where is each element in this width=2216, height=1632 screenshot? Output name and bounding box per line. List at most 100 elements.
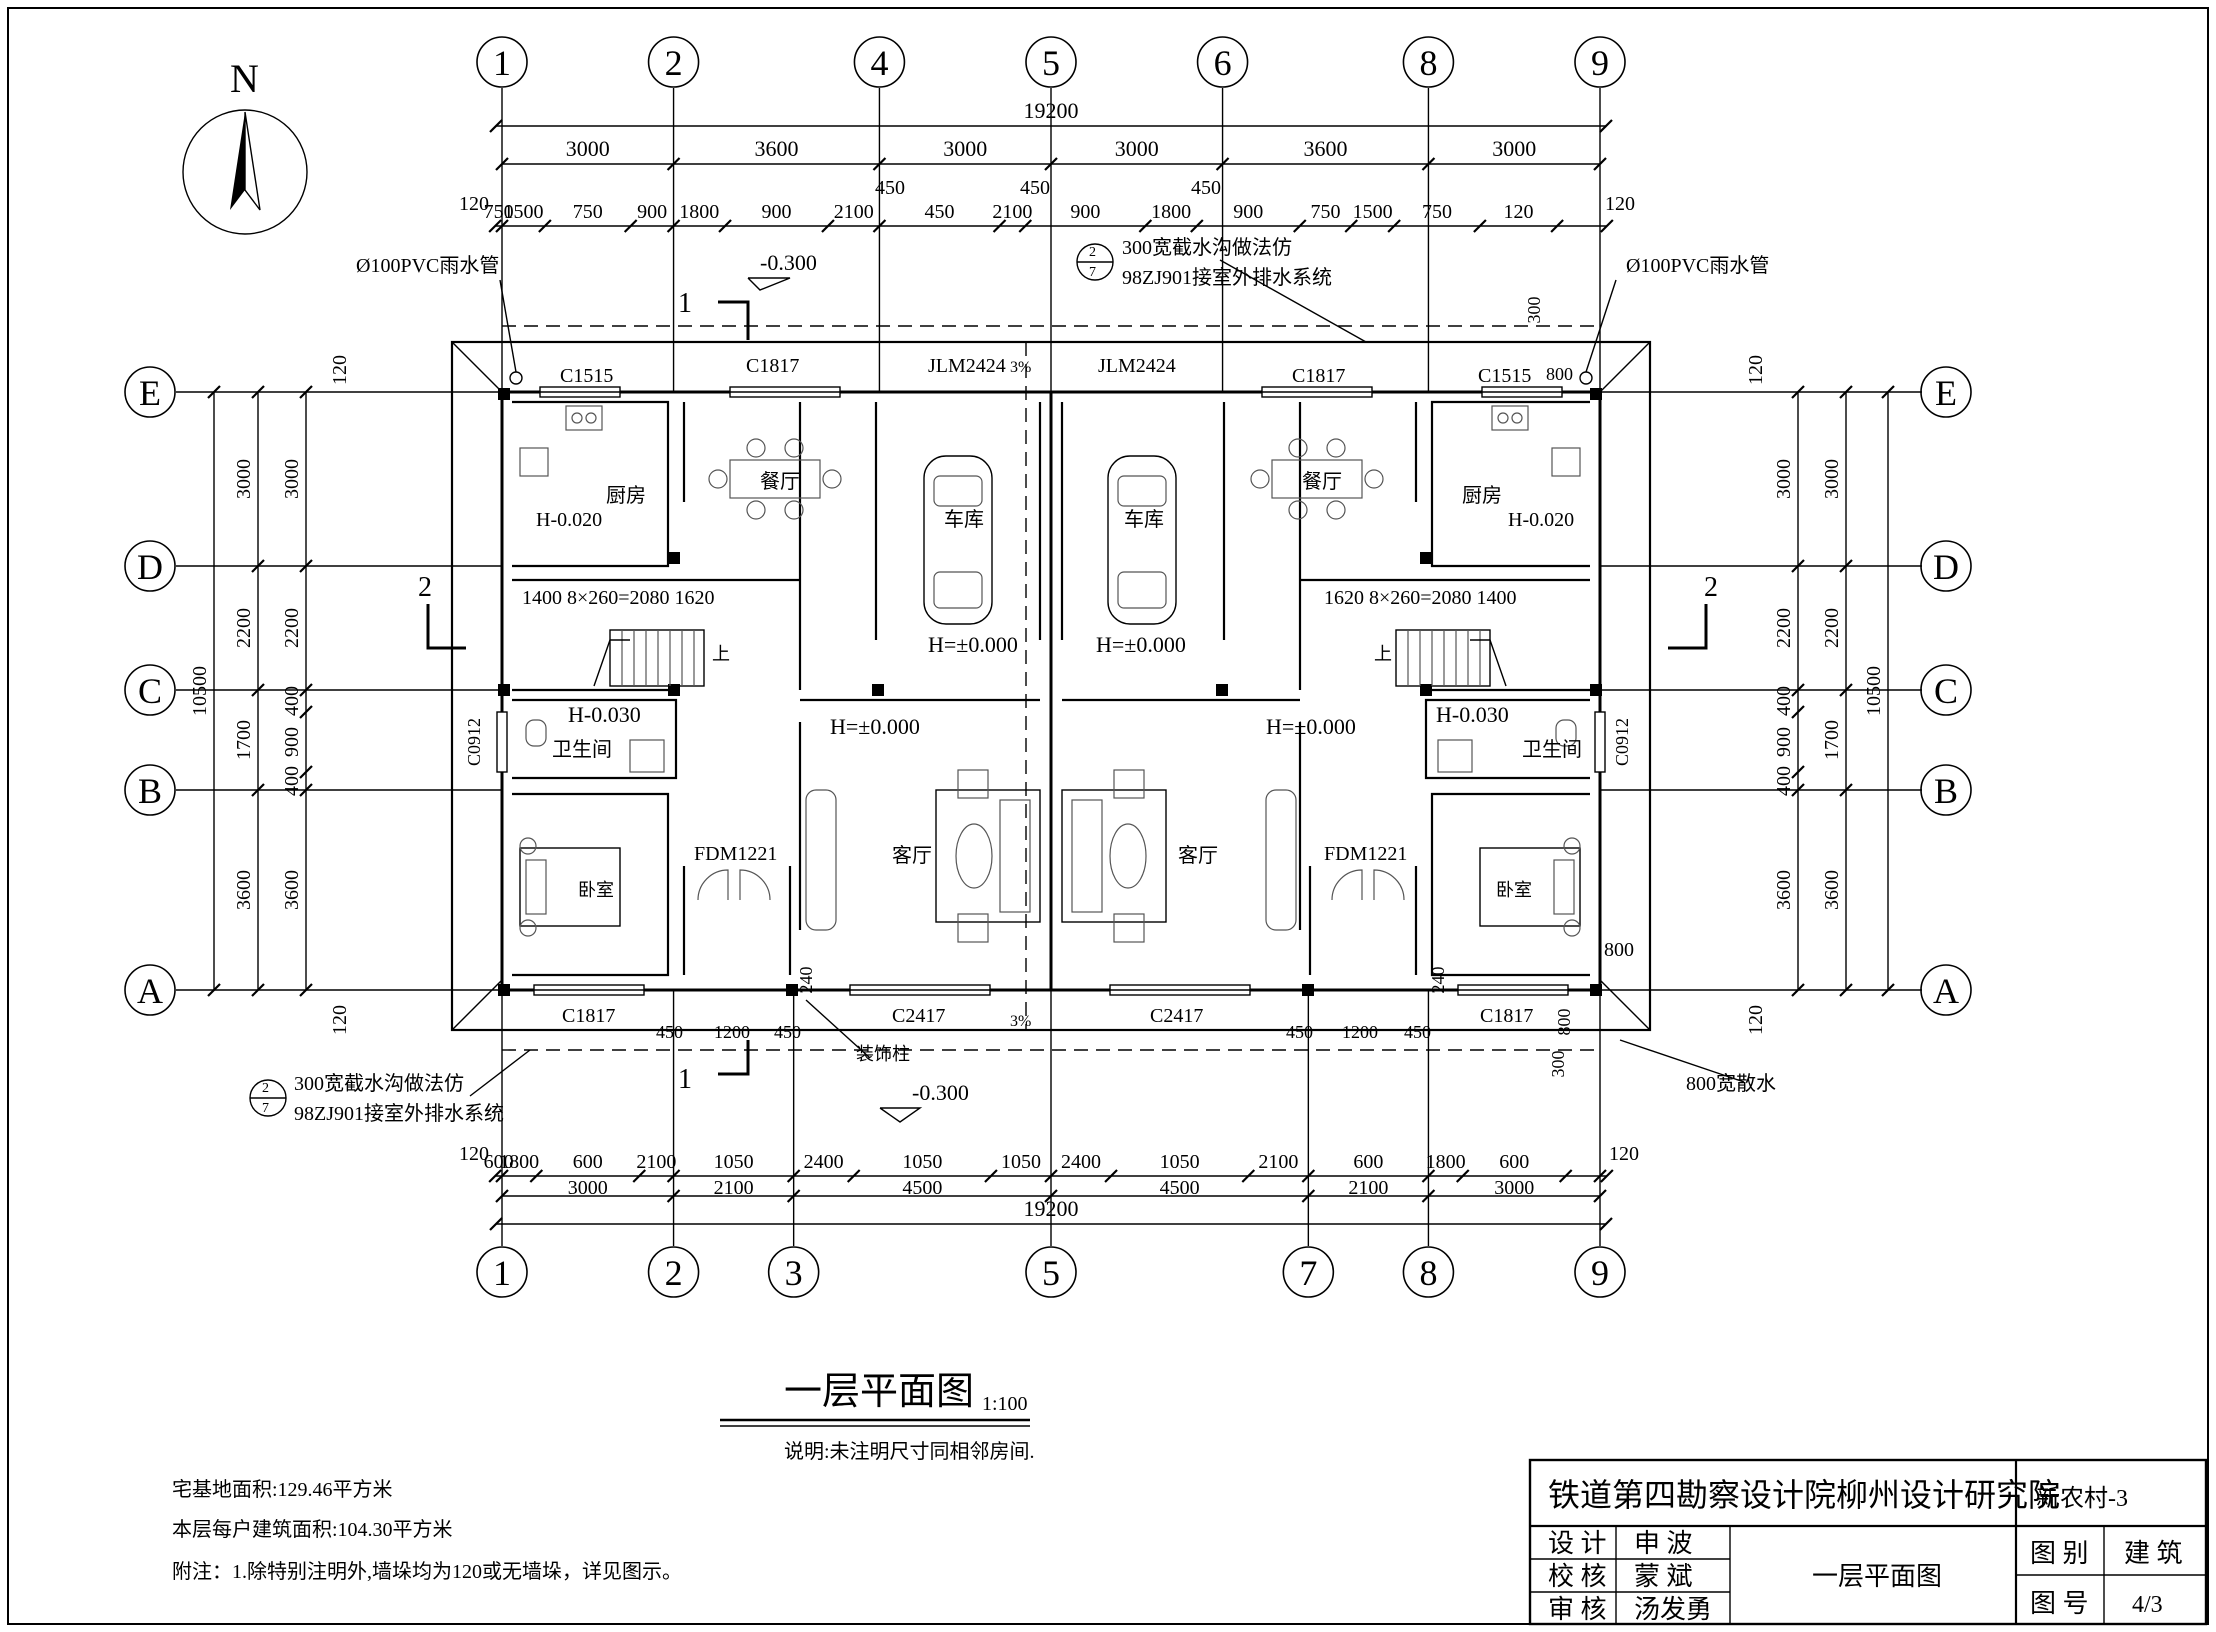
dim-1200-bl: 1200	[714, 1022, 750, 1042]
general-notes: 宅基地面积:129.46平方米 本层每户建筑面积:104.30平方米 附注：1.…	[172, 1478, 682, 1583]
dim-top-row2-2: 3000	[943, 136, 987, 161]
car-right	[1107, 455, 1177, 625]
window-c1817-top-right-label: C1817	[1292, 365, 1345, 387]
level-living-left: H=±0.000	[830, 714, 920, 739]
bed-right	[1479, 837, 1581, 937]
level-kitchen-left: H-0.020	[536, 509, 602, 531]
ditch-note-top-1: 300宽截水沟做法仿	[1122, 236, 1292, 259]
window-c1817-bottom-right	[1457, 984, 1569, 996]
category-value: 建 筑	[2124, 1539, 2183, 1568]
dining-table-right	[1250, 438, 1384, 520]
grid-right-C: C	[1920, 664, 1972, 716]
bath-left-label: 卫生间	[552, 738, 612, 761]
dim-bottom-row1-4: 1050	[714, 1151, 754, 1173]
rain-pipe-left: Ø100PVC雨水管	[356, 254, 499, 277]
dim-left-b-4: 400	[281, 766, 303, 796]
dim-450-br: 450	[1286, 1022, 1313, 1042]
grid-bottom-5: 5	[1025, 1246, 1077, 1298]
grid-bottom-8: 8	[1402, 1246, 1455, 1298]
dim-top-row3-10: 1800	[1151, 201, 1191, 223]
sofa-set-left	[935, 769, 1041, 943]
bed-left	[519, 837, 621, 937]
svg-text:2: 2	[262, 1081, 269, 1096]
apron-label: 800宽散水	[1686, 1072, 1776, 1095]
grid-right-E: E	[1920, 366, 1972, 418]
dim-right-b-1: 2200	[1773, 608, 1795, 648]
grid-top-2: 2	[647, 36, 700, 88]
dim-top-row2-0: 3000	[566, 136, 610, 161]
level-garage-right: H=±0.000	[1096, 632, 1186, 657]
level-garage-left: H=±0.000	[928, 632, 1018, 657]
dim-left-b-3: 900	[281, 727, 303, 757]
grid-top-6-label: 6	[1214, 43, 1232, 83]
label-layer: Ø100PVC雨水管 Ø100PVC雨水管 300宽截水沟做法仿 98ZJ901接室外…	[294, 236, 1776, 1125]
dim-top-edge-r: 120	[1605, 193, 1635, 215]
level-bath-left: H-0.030	[568, 702, 641, 727]
window-c1817-top-left	[729, 386, 841, 398]
dim-300-top-right: 300	[1524, 297, 1544, 324]
grid-left-B-label: B	[138, 771, 162, 811]
window-c1817-bottom-left	[533, 984, 645, 996]
dim-top-offset-1: 450	[1020, 177, 1050, 199]
dim-right-a-2: 1700	[1821, 720, 1843, 760]
dim-800-right-top: 800	[1546, 364, 1573, 384]
dim-top-row3-15: 120	[1504, 201, 1534, 223]
grid-bottom-7: 7	[1282, 1246, 1335, 1298]
stair-dims-right: 1620 8×260=2080 1400	[1324, 587, 1517, 609]
section-1-bottom-label: 1	[678, 1064, 692, 1095]
bedroom-right-label: 卧室	[1496, 880, 1532, 900]
rain-pipe-right: Ø100PVC雨水管	[1626, 254, 1769, 277]
stairs-right	[1395, 629, 1507, 687]
grid-top-4-label: 4	[870, 43, 888, 83]
window-c1817-top-right	[1261, 386, 1373, 398]
dim-top-row3-5: 900	[762, 201, 792, 223]
furniture	[519, 405, 1581, 943]
grid-left-A-label: A	[137, 971, 163, 1011]
grid-bottom-3-label: 3	[785, 1253, 803, 1293]
window-c1515-left	[539, 386, 621, 398]
dim-top-row3-1: 1500	[503, 201, 543, 223]
drawing-title: 一层平面图 1:100 说明:未注明尺寸同相邻房间.	[720, 1371, 1035, 1463]
window-c2417-left	[849, 984, 991, 996]
grid-top-9-label: 9	[1591, 43, 1609, 83]
grid-left-C-label: C	[138, 671, 162, 711]
dim-bottom-row1-1: 1800	[499, 1151, 539, 1173]
dim-240-right: 240	[1428, 967, 1448, 994]
dim-left-b-5: 3600	[281, 870, 303, 910]
kitchen-right-label: 厨房	[1462, 484, 1502, 507]
dim-right-b-3: 900	[1773, 727, 1795, 757]
dim-top-row3-13: 1500	[1353, 201, 1393, 223]
dim-800-bottom-right: 800	[1554, 1009, 1574, 1036]
living-right-label: 客厅	[1178, 844, 1218, 867]
drawing-note: 说明:未注明尺寸同相邻房间.	[784, 1440, 1035, 1463]
dim-bottom-row1-5: 2400	[804, 1151, 844, 1173]
window-c2417-left-label: C2417	[892, 1005, 945, 1027]
grid-top-1-label: 1	[493, 43, 511, 83]
dim-bottom-row1-2: 600	[573, 1151, 603, 1173]
design-role: 设 计	[1548, 1529, 1607, 1558]
grid-right-C-label: C	[1934, 671, 1958, 711]
dining-right-label: 餐厅	[1302, 470, 1342, 493]
sheet-border	[7, 7, 2209, 1625]
title-block: 铁道第四勘察设计院柳州设计研究院 新农村-3 设 计 申 波 校 核 蒙 斌 审…	[1528, 1458, 2208, 1626]
dim-right-a-3: 3600	[1821, 870, 1843, 910]
garage-right-label: 车库	[1124, 508, 1164, 531]
dim-right-b-4: 400	[1773, 766, 1795, 796]
dim-top-row3-14: 750	[1422, 201, 1452, 223]
dining-table-left	[708, 438, 842, 520]
window-c1817-bottom-right-label: C1817	[1480, 1005, 1533, 1027]
grid-bottom-2-label: 2	[665, 1253, 683, 1293]
grid-top-1: 1	[476, 36, 528, 88]
grid-right-A: A	[1920, 964, 1972, 1016]
window-c1515-left-label: C1515	[560, 365, 613, 387]
grid-left-E-label: E	[139, 373, 161, 413]
stair-dims-left: 1400 8×260=2080 1620	[522, 587, 715, 609]
ditch-note-bottom-2: 98ZJ901接室外排水系统	[294, 1102, 504, 1125]
grid-bottom-8-label: 8	[1419, 1253, 1437, 1293]
dim-left-total-0: 10500	[189, 666, 211, 716]
grid-bottom-1: 1	[476, 1246, 528, 1298]
